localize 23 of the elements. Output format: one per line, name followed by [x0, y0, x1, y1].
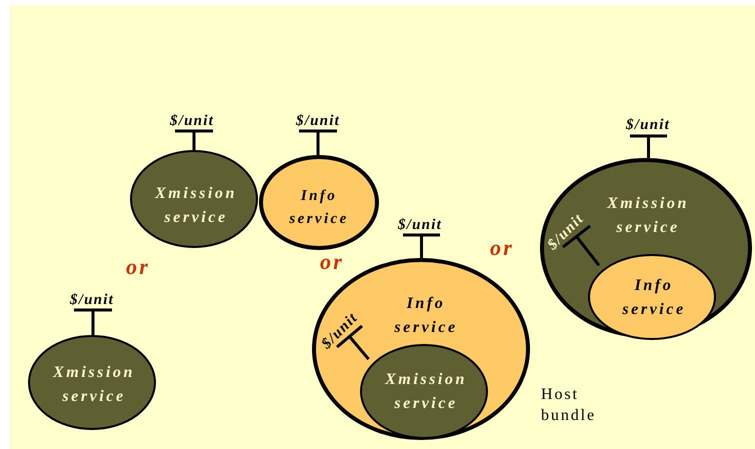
price-label: $/unit: [616, 116, 680, 134]
leader-line: [402, 234, 442, 260]
or-label: or: [490, 237, 514, 259]
leader-line: [628, 134, 668, 160]
price-label: $/unit: [286, 112, 350, 130]
leader-line: [72, 308, 114, 336]
service-label: Xmission service: [385, 371, 467, 412]
service-label: Xmission service: [607, 195, 689, 236]
service-label: Info service: [622, 277, 686, 318]
leader-line: [298, 130, 338, 156]
service-label: Info service: [289, 188, 349, 226]
price-label: $/unit: [388, 216, 452, 234]
host-bundle-label: Host bundle: [541, 385, 598, 426]
leader-line: [562, 224, 600, 267]
service-label: Xmission service: [155, 185, 237, 226]
service-label: Info service: [394, 295, 458, 336]
price-label: $/unit: [160, 112, 224, 130]
or-label: or: [126, 256, 150, 278]
price-label: $/unit: [60, 291, 124, 309]
service-label: Xmission service: [53, 364, 135, 405]
leader-line: [174, 130, 214, 152]
or-label: or: [320, 251, 344, 273]
leader-line: [336, 324, 370, 361]
